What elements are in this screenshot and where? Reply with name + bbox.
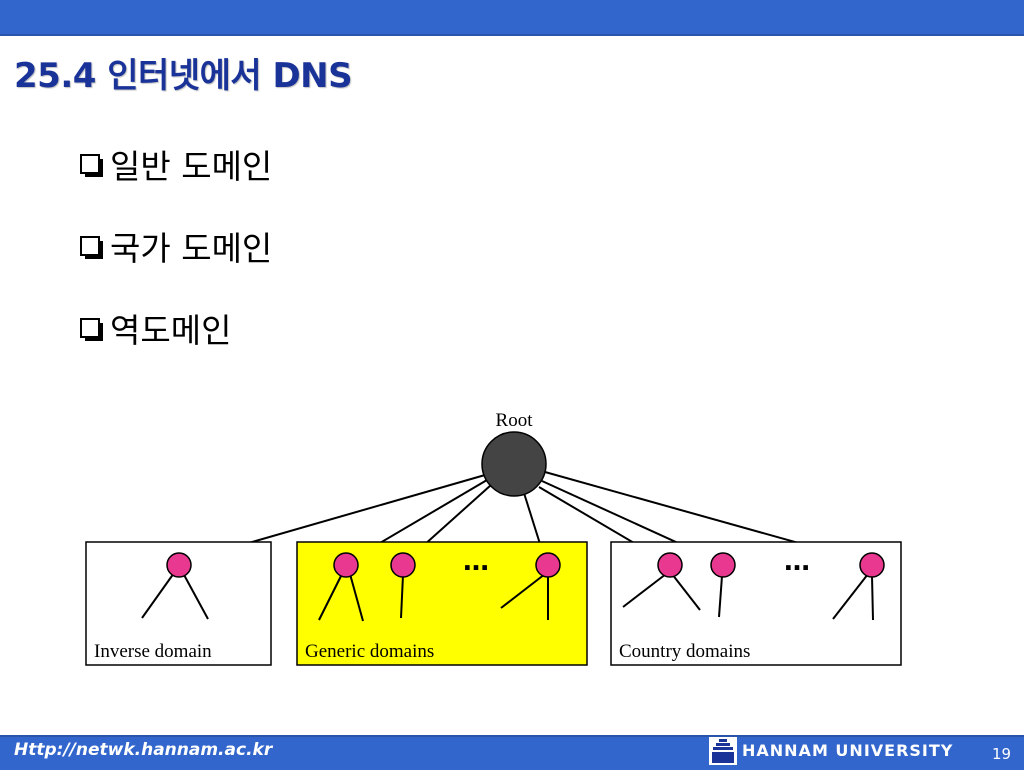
domain-node [859, 552, 885, 578]
edge [400, 574, 404, 619]
bullet-text: 일반 도메인 [110, 147, 273, 186]
domain-node [390, 552, 416, 578]
domain-node [333, 552, 359, 578]
ellipsis-generic: … [463, 547, 489, 577]
edge [718, 575, 723, 618]
top-bar [0, 0, 1024, 36]
bottom-bar [0, 735, 1024, 770]
footer-university: HANNAM UNIVERSITY [742, 741, 954, 760]
edge [182, 572, 209, 620]
root-node [481, 431, 547, 497]
bullet-text: 역도메인 [110, 311, 232, 350]
edge [500, 573, 546, 609]
edge [622, 573, 667, 608]
university-logo-icon [709, 737, 737, 765]
footer-url: Http://netwk.hannam.ac.kr [14, 740, 273, 760]
bullet-item: 역도메인 [80, 304, 231, 352]
child-edges [141, 572, 874, 622]
bullet-text: 국가 도메인 [110, 229, 273, 268]
edge [871, 575, 874, 621]
root-label: Root [496, 410, 534, 431]
domain-node [166, 552, 192, 578]
checkbox-bullet-icon [80, 318, 103, 341]
domain-node [710, 552, 736, 578]
edge [349, 573, 364, 622]
page-number: 19 [992, 745, 1012, 763]
edge [141, 572, 175, 619]
generic-domains-label: Generic domains [305, 641, 434, 662]
country-domains-label: Country domains [619, 641, 750, 662]
edge [832, 573, 869, 620]
checkbox-bullet-icon [80, 154, 103, 177]
bullet-item: 일반 도메인 [80, 140, 272, 188]
domain-nodes [166, 552, 885, 578]
domain-node [657, 552, 683, 578]
checkbox-bullet-icon [80, 236, 103, 259]
edge [318, 573, 343, 621]
edge [671, 573, 701, 611]
domain-node [535, 552, 561, 578]
slide-title: 25.4 인터넷에서 DNS [14, 56, 353, 96]
bullet-item: 국가 도메인 [80, 222, 272, 270]
inverse-domain-label: Inverse domain [94, 641, 212, 662]
ellipsis-country: … [784, 547, 810, 577]
